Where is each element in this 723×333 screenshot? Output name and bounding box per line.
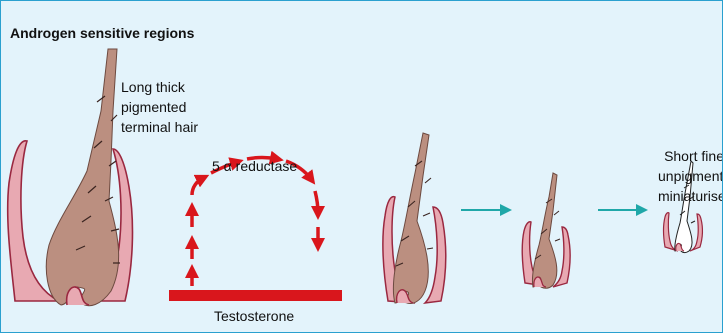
- testosterone-label: Testosterone: [214, 308, 294, 324]
- miniaturised-hair-label-line: Short fine: [658, 146, 723, 166]
- small-hair-follicle: [522, 173, 570, 288]
- terminal-hair-label-line: terminal hair: [121, 117, 198, 137]
- conversion-arrow-path: [192, 158, 318, 287]
- miniaturised-hair-label-line: unpigmented: [658, 166, 723, 186]
- diagram-title: Androgen sensitive regions: [10, 25, 194, 41]
- enzyme-label: 5 α reductase: [212, 158, 297, 174]
- terminal-hair-follicle: [8, 49, 133, 306]
- terminal-hair-label: Long thick pigmented terminal hair: [121, 77, 198, 137]
- testosterone-bar: [169, 290, 342, 301]
- follicle-right-sheath: [425, 207, 446, 303]
- miniaturised-hair-label: Short fine unpigmented miniaturised: [658, 146, 723, 206]
- medium-hair-follicle: [383, 133, 446, 304]
- terminal-hair-label-line: Long thick: [121, 77, 198, 97]
- terminal-hair-label-line: pigmented: [121, 97, 198, 117]
- hair-shaft: [46, 49, 118, 306]
- miniaturised-hair-label-line: miniaturised: [658, 186, 723, 206]
- red-arrow-segment: [315, 191, 318, 213]
- red-arrow-segment: [192, 178, 203, 195]
- hair-shaft: [393, 133, 429, 304]
